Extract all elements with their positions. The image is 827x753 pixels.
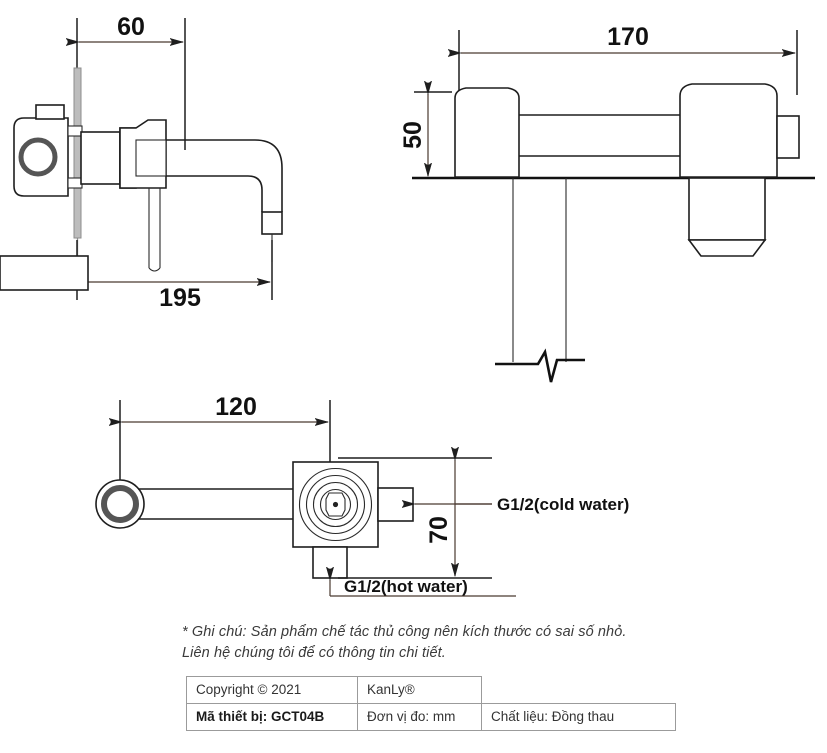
mounting-eye: [95, 479, 145, 529]
supply-pipe-break: [495, 178, 585, 383]
dimension-50-label: 50: [399, 121, 427, 149]
table-cell-material: Chất liệu: Đồng thau: [481, 703, 676, 731]
callout-cold-water: G1/2(cold water): [415, 495, 629, 514]
valve-body-block: [13, 104, 69, 197]
square-valve-body: [292, 461, 379, 548]
spec-table: Copyright © 2021 KanLy® Mã thiết bị: GCT…: [186, 676, 676, 731]
connecting-tube: [138, 488, 293, 520]
wall-plate: [73, 67, 82, 268]
left-handle: [454, 87, 520, 178]
dimension-195-label: 195: [159, 284, 201, 312]
hot-water-port: [312, 546, 348, 579]
note-block: * Ghi chú: Sản phẩm chế tác thủ công nên…: [182, 622, 682, 663]
dimension-170: 170: [459, 23, 798, 95]
shank-assembly: [67, 119, 167, 189]
handle-ring-icon: [18, 137, 58, 177]
callout-hot-water: G1/2(hot water): [330, 577, 516, 597]
dimension-170-label: 170: [607, 23, 649, 51]
callout-hot-water-label: G1/2(hot water): [344, 577, 468, 596]
note-line-2: Liên hệ chúng tôi để có thông tin chi ti…: [182, 644, 446, 661]
dimension-70-label: 70: [425, 516, 453, 544]
table-cell-model-code: Mã thiết bị: GCT04B: [186, 703, 358, 731]
connecting-bar: [519, 114, 680, 157]
right-mixer-body: [679, 83, 800, 178]
note-line-1: * Ghi chú: Sản phẩm chế tác thủ công nên…: [182, 624, 627, 640]
cold-water-port: [377, 487, 414, 522]
table-cell-unit: Đơn vị đo: mm: [357, 703, 482, 731]
dimension-60-label: 60: [117, 13, 145, 41]
dimension-120-label: 120: [215, 393, 257, 421]
dimension-50: 50: [399, 92, 452, 179]
front-elevation-view: 170 50: [0, 23, 815, 383]
dimension-195: 195: [77, 240, 273, 312]
callout-cold-water-label: G1/2(cold water): [497, 495, 629, 514]
rough-in-body: [0, 177, 767, 291]
side-elevation-view: 60: [13, 13, 283, 312]
spout: [166, 139, 283, 262]
table-cell-empty: [482, 677, 676, 704]
dimension-60: 60: [77, 13, 186, 150]
table-row: Copyright © 2021 KanLy®: [186, 676, 676, 704]
table-row: Mã thiết bị: GCT04B Đơn vị đo: mm Chất l…: [186, 703, 676, 731]
dimension-70: 70: [338, 458, 492, 579]
table-cell-brand: KanLy®: [357, 676, 482, 704]
plan-rough-in-view: 120: [95, 393, 629, 597]
lever-rod: [148, 188, 161, 272]
table-cell-copyright: Copyright © 2021: [186, 676, 358, 704]
